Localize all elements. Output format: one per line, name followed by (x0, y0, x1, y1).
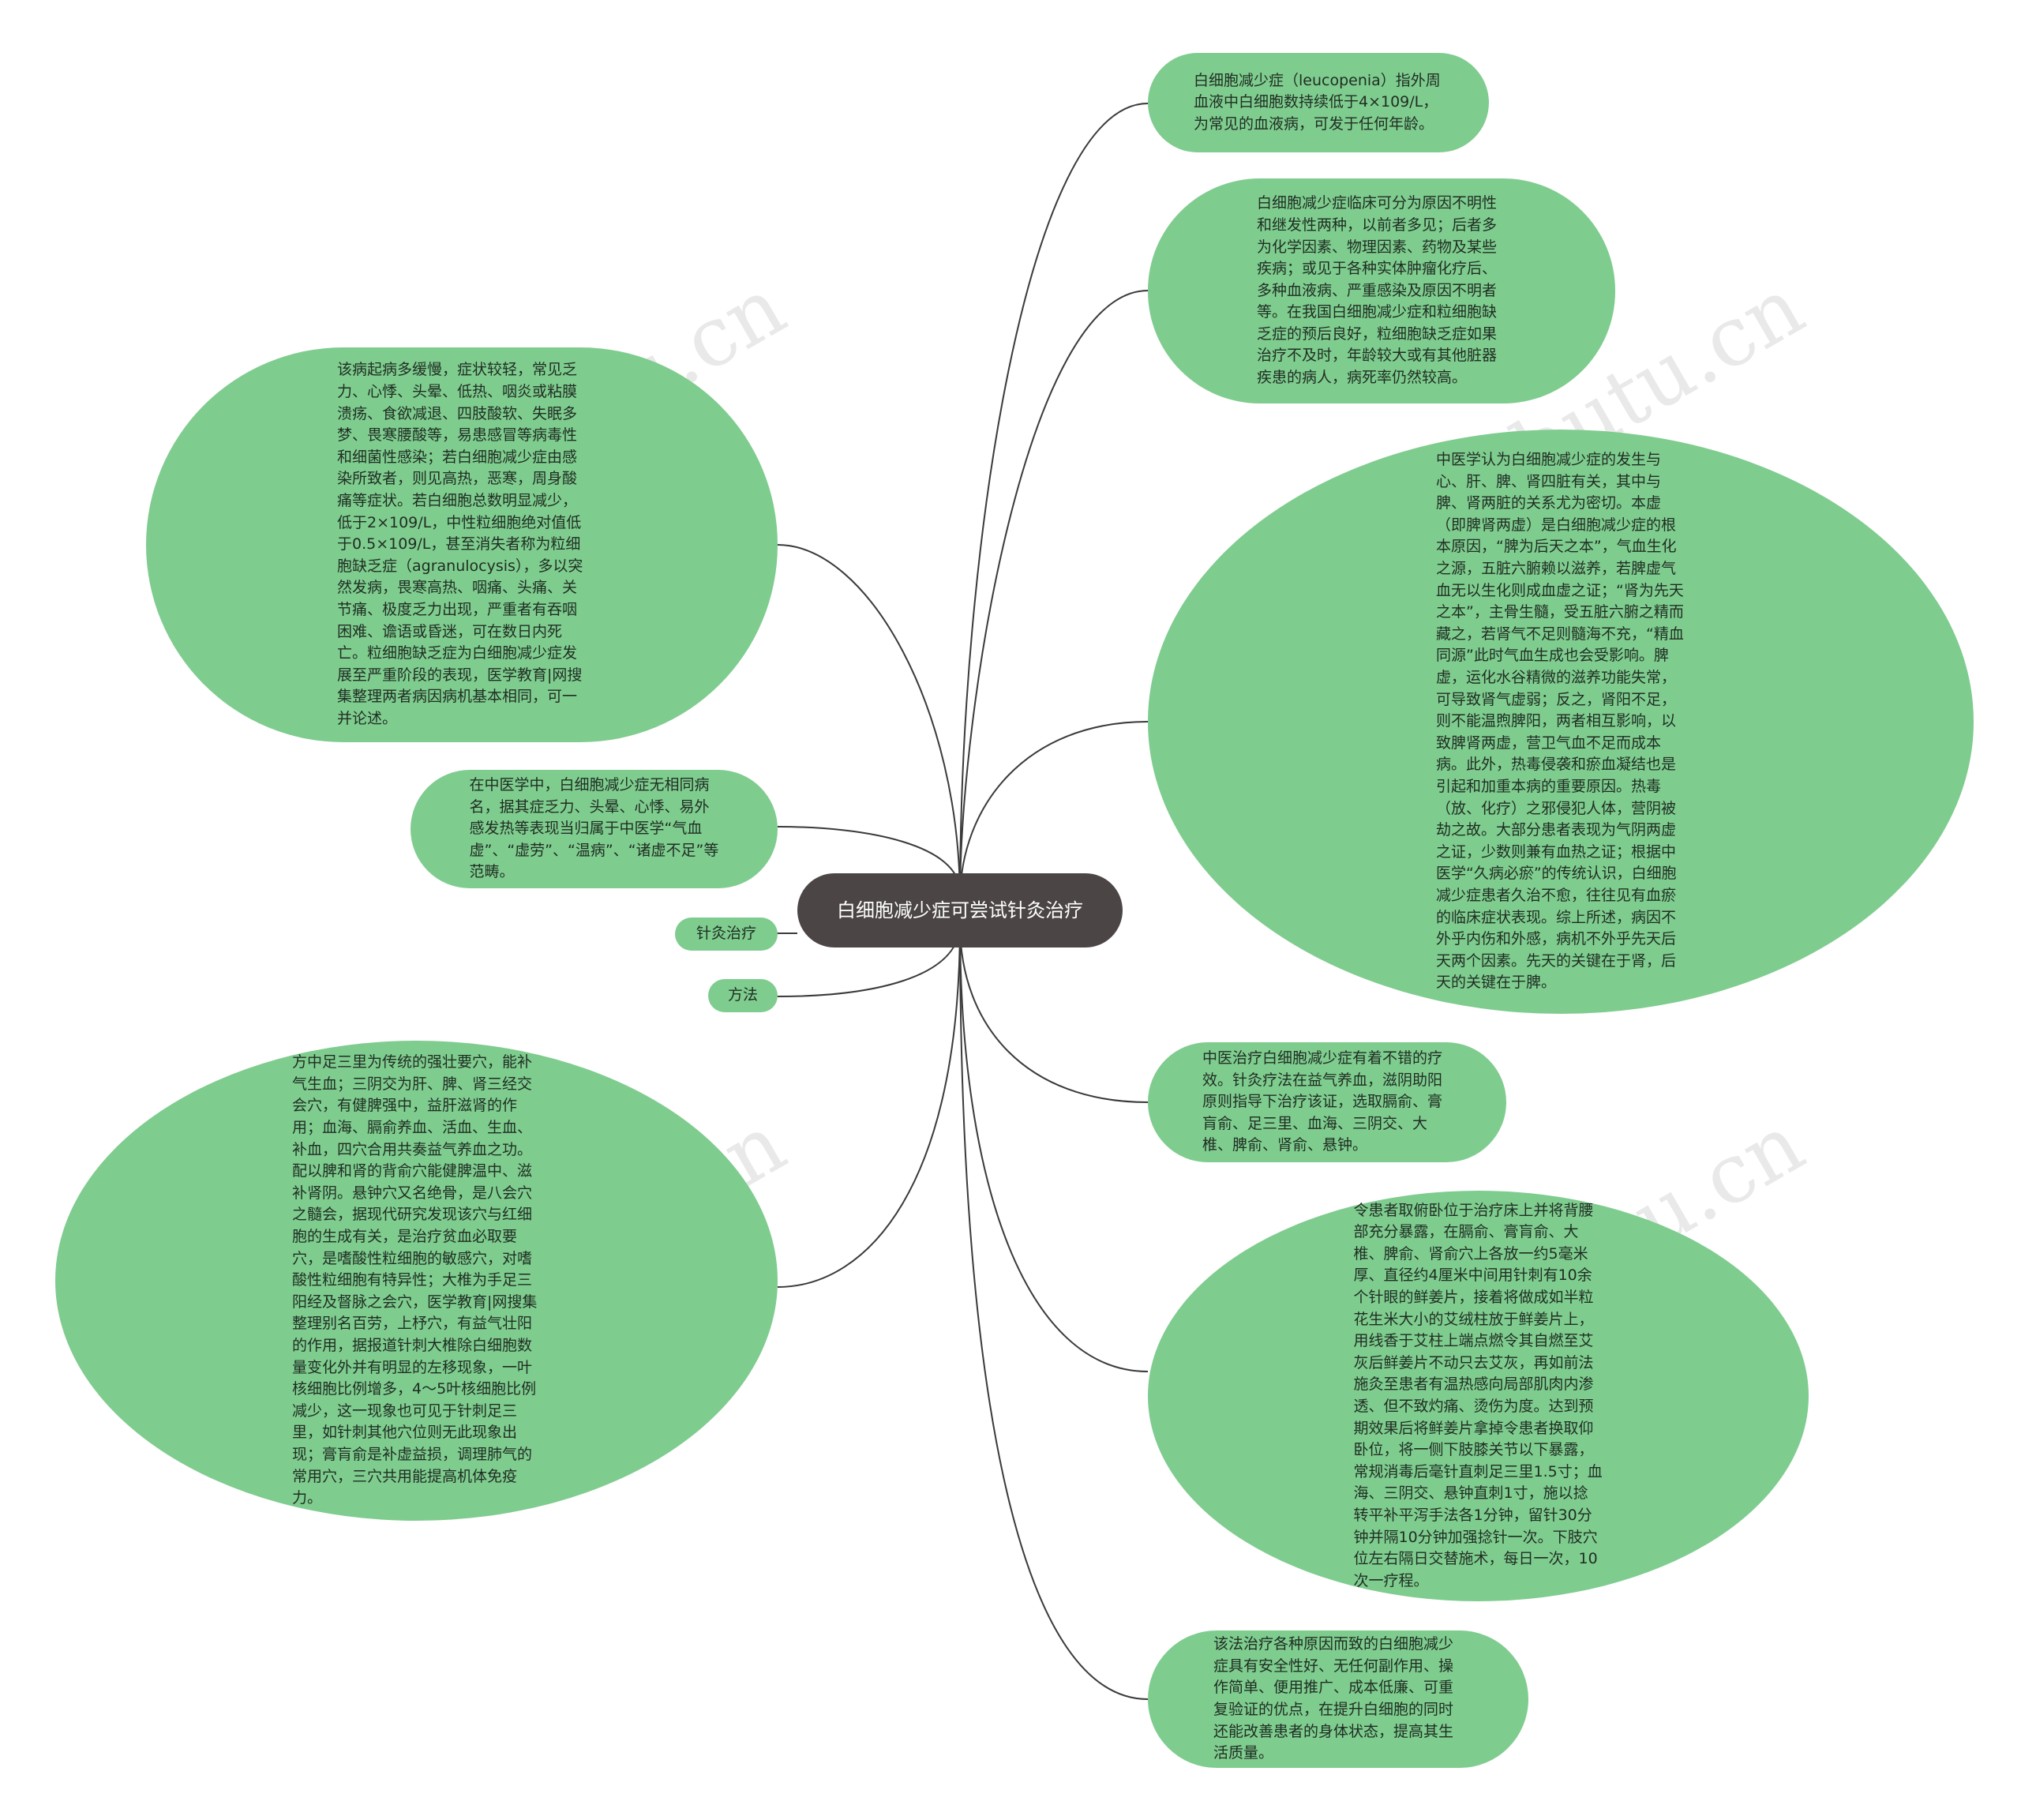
link-left-1 (777, 544, 961, 901)
topic-node-text: 针灸治疗 (696, 925, 756, 943)
topic-node-acupuncture-treatment[interactable]: 中医治疗白细胞减少症有着不错的疗效。针灸疗法在益气养血，滋阴助阳原则指导下治疗该… (1148, 1042, 1506, 1162)
link-right-3 (959, 721, 1149, 901)
topic-node-text: 中医学认为白细胞减少症的发生与心、肝、脾、肾四脏有关，其中与脾、肾两脏的关系尤为… (1436, 451, 1684, 992)
topic-node-advantages[interactable]: 该法治疗各种原因而致的白细胞减少症具有安全性好、无任何副作用、操作简单、便用推广… (1148, 1630, 1528, 1768)
root-topic-label: 白细胞减少症可尝试针灸治疗 (837, 899, 1083, 921)
link-right-5 (959, 923, 1149, 1372)
topic-node-text: 该病起病多缓慢，症状较轻，常见乏力、心悸、头晕、低热、咽炎或粘膜溃疡、食欲减退、… (337, 361, 583, 727)
topic-node-text: 令患者取俯卧位于治疗床上并将背腰部充分暴露，在膈俞、膏肓俞、大椎、脾俞、肾俞穴上… (1353, 1201, 1603, 1589)
topic-node-definition[interactable]: 白细胞减少症（leucopenia）指外周血液中白细胞数持续低于4×109/L，… (1148, 53, 1489, 152)
topic-node-text: 在中医学中，白细胞减少症无相同病名，据其症乏力、头晕、心悸、易外感发热等表现当归… (469, 776, 719, 881)
topic-node-tcm-theory[interactable]: 中医学认为白细胞减少症的发生与心、肝、脾、肾四脏有关，其中与脾、肾两脏的关系尤为… (1148, 430, 1974, 1014)
link-left-5 (777, 923, 961, 1288)
link-right-1 (959, 103, 1149, 901)
root-topic[interactable]: 白细胞减少症可尝试针灸治疗 (797, 873, 1123, 948)
topic-node-acupuncture-label[interactable]: 针灸治疗 (675, 918, 778, 951)
topic-node-text: 方法 (727, 986, 758, 1004)
topic-node-classification[interactable]: 白细胞减少症临床可分为原因不明性和继发性两种，以前者多见；后者多为化学因素、物理… (1148, 178, 1615, 403)
topic-node-text: 白细胞减少症临床可分为原因不明性和继发性两种，以前者多见；后者多为化学因素、物理… (1257, 194, 1498, 387)
topic-node-text: 中医治疗白细胞减少症有着不错的疗效。针灸疗法在益气养血，滋阴助阳原则指导下治疗该… (1202, 1049, 1443, 1154)
link-right-2 (959, 290, 1149, 901)
topic-node-text: 白细胞减少症（leucopenia）指外周血液中白细胞数持续低于4×109/L，… (1194, 71, 1441, 133)
topic-node-method-label[interactable]: 方法 (708, 979, 778, 1012)
topic-node-acupoint-explanation[interactable]: 方中足三里为传统的强壮要穴，能补气生血；三阴交为肝、脾、肾三经交会穴，有健脾强中… (55, 1041, 778, 1521)
link-right-4 (959, 923, 1149, 1103)
topic-node-tcm-naming[interactable]: 在中医学中，白细胞减少症无相同病名，据其症乏力、头晕、心悸、易外感发热等表现当归… (411, 770, 778, 888)
topic-node-symptoms[interactable]: 该病起病多缓慢，症状较轻，常见乏力、心悸、头晕、低热、咽炎或粘膜溃疡、食欲减退、… (146, 347, 778, 742)
link-right-6 (959, 923, 1149, 1700)
topic-node-text: 该法治疗各种原因而致的白细胞减少症具有安全性好、无任何副作用、操作简单、便用推广… (1213, 1635, 1454, 1762)
topic-node-text: 方中足三里为传统的强壮要穴，能补气生血；三阴交为肝、脾、肾三经交会穴，有健脾强中… (292, 1053, 538, 1507)
topic-node-procedure[interactable]: 令患者取俯卧位于治疗床上并将背腰部充分暴露，在膈俞、膏肓俞、大椎、脾俞、肾俞穴上… (1148, 1191, 1809, 1601)
